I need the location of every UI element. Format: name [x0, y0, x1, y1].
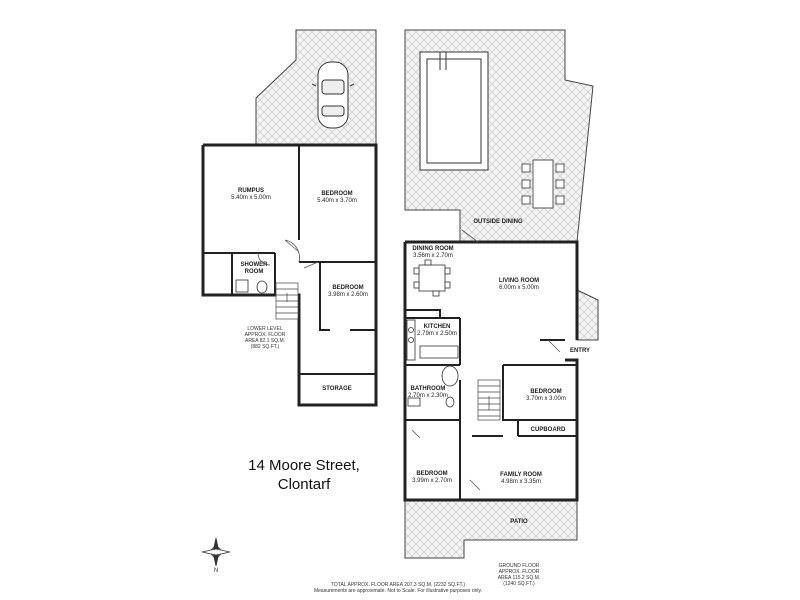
ground-floor-doors [411, 229, 561, 491]
room-name: FAMILY ROOM [500, 472, 542, 478]
room-label-cupboard: CUPBOARD [531, 427, 566, 434]
room-name: BATHROOM [410, 386, 446, 392]
address-line-2: Clontarf [277, 476, 331, 493]
total-area-line: TOTAL APPROX. FLOOR AREA 207.3 SQ.M. (22… [330, 582, 466, 588]
room-name: ENTRY [569, 348, 591, 354]
pool [419, 51, 489, 171]
room-size: 3.70m x 3.00m [526, 396, 566, 402]
dining-table [413, 259, 451, 297]
address-line-1: 14 Moore Street, [248, 457, 360, 474]
ground-floor-plan [403, 29, 599, 559]
kitchen-fixtures [406, 319, 459, 361]
ground-floor-stairs [477, 379, 501, 421]
area-line: GROUND FLOOR [498, 563, 540, 569]
room-label-kitchen: KITCHEN 2.79m x 2.50m [417, 324, 457, 338]
bathroom-fixtures [407, 365, 459, 408]
outdoor-dining-table [521, 159, 565, 209]
room-size: 2.79m x 2.50m [417, 331, 457, 337]
shower-room-fixtures [235, 279, 268, 294]
total-area-note: TOTAL APPROX. FLOOR AREA 207.3 SQ.M. (22… [314, 582, 482, 594]
lower-level-walls [201, 143, 378, 407]
driveway-area [255, 29, 377, 146]
room-name: PATIO [510, 519, 528, 525]
room-label-bedroom-ground-2: BEDROOM 3.99m x 2.70m [412, 471, 452, 485]
room-label-bedroom-ground-1: BEDROOM 3.70m x 3.00m [526, 389, 566, 403]
room-name: OUTSIDE DINING [473, 219, 523, 225]
room-label-bedroom-lower-2: BEDROOM 3.98m x 2.60m [328, 285, 368, 299]
room-label-outside-dining: OUTSIDE DINING [473, 219, 522, 226]
ground-floor-interior-walls [405, 309, 577, 500]
room-size: 3.56m x 2.70m [413, 253, 453, 259]
room-label-bedroom-lower-1: BEDROOM 5.40m x 3.70m [317, 191, 357, 205]
room-name: DINING ROOM [412, 246, 454, 252]
room-size: 3.98m x 2.60m [328, 292, 368, 298]
area-line: AREA 115.2 SQ.M. [497, 575, 541, 581]
disclaimer-line: Measurements are approximate. Not to Sca… [313, 588, 483, 594]
room-label-storage: STORAGE [322, 386, 352, 393]
room-name: BEDROOM [332, 285, 364, 291]
room-name: KITCHEN [423, 324, 451, 330]
lower-level-plan [201, 29, 378, 407]
room-name: SHOWER [240, 262, 268, 268]
area-line: APPROX. FLOOR [244, 332, 286, 338]
area-line: LOWER LEVEL [247, 326, 283, 332]
area-line: APPROX. FLOOR [498, 569, 540, 575]
room-size: 5.40m x 3.70m [317, 198, 357, 204]
room-name: RUMPUS [237, 188, 264, 194]
room-size: 2.70m x 2.30m [408, 393, 448, 399]
room-label-entry: ENTRY [570, 348, 590, 355]
ground-floor-area-note: GROUND FLOOR APPROX. FLOOR AREA 115.2 SQ… [498, 563, 540, 587]
room-name: BEDROOM [530, 389, 562, 395]
room-name: STORAGE [322, 386, 352, 392]
room-name: CUPBOARD [530, 427, 566, 433]
compass-icon [201, 537, 231, 567]
room-label-rumpus: RUMPUS 5.40m x 5.00m [231, 188, 271, 202]
area-line: AREA 82.1 SQ.M. [244, 338, 286, 344]
room-size: 4.98m x 3.35m [501, 479, 541, 485]
lower-level-interior-walls [203, 145, 376, 375]
room-label-patio: PATIO [510, 519, 527, 526]
area-line: (1240 SQ.FT.) [503, 581, 535, 587]
room-name: LIVING ROOM [498, 278, 540, 284]
compass-north-label: N [213, 568, 219, 574]
lower-level-area-note: LOWER LEVEL APPROX. FLOOR AREA 82.1 SQ.M… [245, 326, 286, 350]
room-label-family-room: FAMILY ROOM 4.98m x 3.35m [500, 472, 542, 486]
room-label-shower-room: SHOWER ROOM [241, 262, 268, 276]
room-size: 3.99m x 2.70m [412, 478, 452, 484]
area-line: (882 SQ.FT.) [250, 344, 280, 350]
car-icon [311, 61, 355, 129]
property-address: 14 Moore Street, Clontarf [248, 456, 360, 494]
room-name: BEDROOM [416, 471, 448, 477]
lower-level-stairs [275, 282, 299, 320]
side-path-area [576, 289, 599, 341]
ground-floor-walls [403, 240, 579, 502]
patio-area [404, 499, 578, 559]
room-label-dining-room: DINING ROOM 3.56m x 2.70m [412, 246, 453, 260]
room-name-2: ROOM [244, 269, 264, 275]
room-label-living-room: LIVING ROOM 6.00m x 5.00m [499, 278, 539, 292]
lower-level-doors [257, 239, 319, 269]
room-name: BEDROOM [321, 191, 353, 197]
room-label-bathroom: BATHROOM 2.70m x 2.30m [408, 386, 448, 400]
room-size: 6.00m x 5.00m [499, 285, 539, 291]
room-size: 5.40m x 5.00m [231, 195, 271, 201]
